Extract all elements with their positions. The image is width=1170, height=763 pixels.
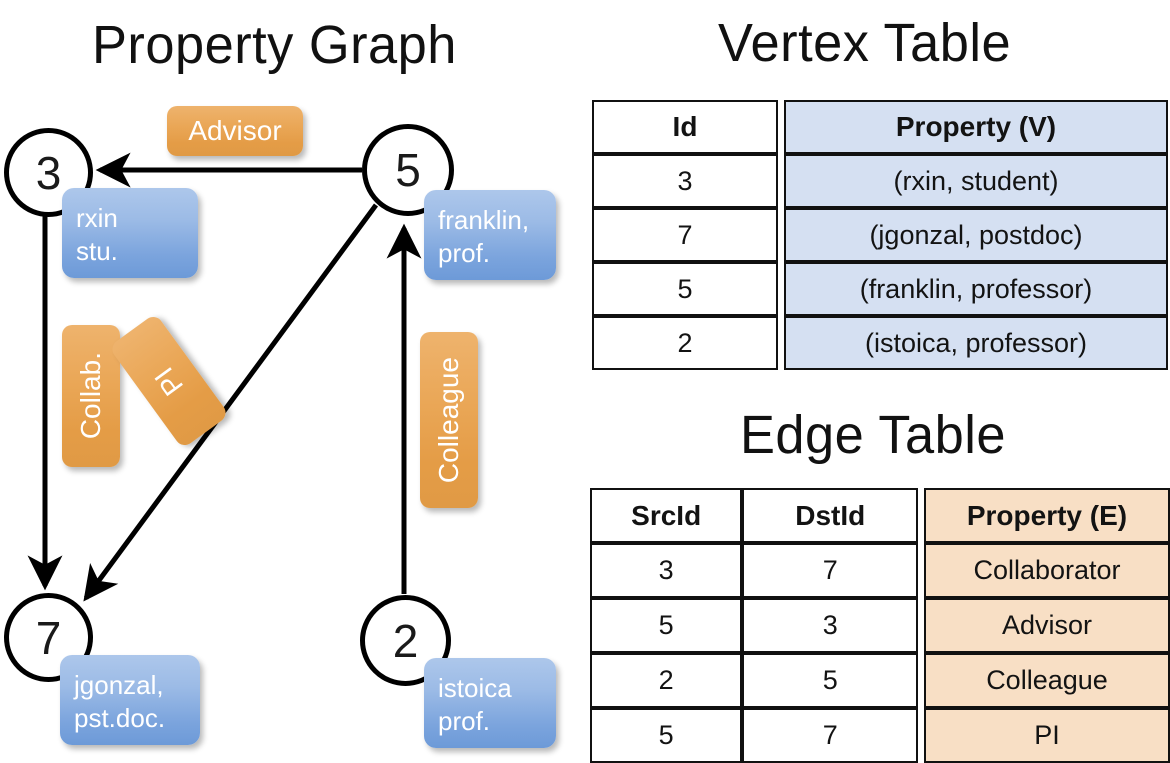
page-title-property-graph: Property Graph: [92, 15, 457, 75]
edge-row-3-property: PI: [923, 708, 1170, 763]
edge-label-colleague-text: Colleague: [433, 356, 464, 484]
page-title-vertex-table: Vertex Table: [718, 13, 1012, 73]
edge-label-colleague[interactable]: Colleague: [420, 332, 478, 508]
edge-table-column-gap: [918, 708, 924, 763]
edge-label-advisor-text: Advisor: [188, 115, 282, 146]
vertex-table-header-property: Property (V): [784, 100, 1168, 154]
edge-5-to-7-pi: [83, 203, 379, 602]
edge-table-header-property: Property (E): [923, 488, 1170, 543]
graph-node-7-label: 7: [35, 611, 62, 664]
edge-row-3-src: 5: [590, 708, 743, 763]
vertex-table-column-gap: [778, 262, 784, 316]
edge-table-header-dstid: DstId: [742, 488, 919, 543]
edge-row-1-src: 5: [590, 598, 743, 653]
vertex-row-3-property: (istoica, professor): [784, 316, 1168, 370]
vertex-table-column-gap: [778, 316, 784, 370]
vertex-property-2-line-2: prof.: [438, 706, 491, 736]
vertex-table-column-gap: [778, 154, 784, 208]
edge-row-0-dst: 7: [742, 543, 919, 598]
vertex-property-box-7[interactable]: jgonzal, pst.doc.: [60, 655, 200, 745]
edge-label-collab-text: Collab.: [75, 352, 106, 440]
table-row[interactable]: 3 7 Collaborator: [590, 543, 1170, 598]
graph-node-2[interactable]: 2: [360, 595, 451, 686]
vertex-table-column-gap: [778, 100, 784, 154]
vertex-property-7-line-1: jgonzal,: [74, 670, 164, 700]
graph-node-3-label: 3: [35, 146, 62, 199]
edge-row-0-property: Collaborator: [923, 543, 1170, 598]
vertex-property-7-line-2: pst.doc.: [74, 703, 166, 733]
vertex-row-0-id: 3: [592, 154, 778, 208]
vertex-property-box-5[interactable]: franklin, prof.: [424, 190, 556, 280]
vertex-property-box-2[interactable]: istoica prof.: [424, 658, 556, 748]
edge-table-column-gap: [918, 543, 924, 598]
edge-row-2-dst: 5: [742, 653, 919, 708]
vertex-row-0-property: (rxin, student): [784, 154, 1168, 208]
edge-label-advisor[interactable]: Advisor: [167, 106, 303, 156]
vertex-property-3-line-2: stu.: [76, 236, 118, 266]
edge-label-collab[interactable]: Collab.: [62, 325, 120, 467]
vertex-row-2-property: (franklin, professor): [784, 262, 1168, 316]
edge-table-header-srcid: SrcId: [590, 488, 743, 543]
vertex-property-5-line-2: prof.: [438, 238, 491, 268]
vertex-table: Id Property (V) 3 (rxin, student) 7 (jgo…: [592, 100, 1168, 370]
graph-node-5-label: 5: [395, 144, 421, 196]
edge-table-column-gap: [918, 598, 924, 653]
table-row[interactable]: 2 5 Colleague: [590, 653, 1170, 708]
vertex-property-2-line-1: istoica: [438, 673, 512, 703]
edge-label-pi-text: PI: [148, 361, 189, 402]
edge-row-2-src: 2: [590, 653, 743, 708]
vertex-table-header-id: Id: [592, 100, 778, 154]
vertex-table-header-row: Id Property (V): [592, 100, 1168, 154]
table-row[interactable]: 5 7 PI: [590, 708, 1170, 763]
vertex-row-1-property: (jgonzal, postdoc): [784, 208, 1168, 262]
edge-row-1-dst: 3: [742, 598, 919, 653]
table-row[interactable]: 5 (franklin, professor): [592, 262, 1168, 316]
vertex-property-box-3[interactable]: rxin stu.: [62, 188, 198, 278]
table-row[interactable]: 7 (jgonzal, postdoc): [592, 208, 1168, 262]
vertex-property-3-line-1: rxin: [76, 203, 118, 233]
graph-node-2-label: 2: [392, 614, 419, 667]
edge-table: SrcId DstId Property (E) 3 7 Collaborato…: [590, 488, 1170, 763]
vertex-row-2-id: 5: [592, 262, 778, 316]
table-row[interactable]: 3 (rxin, student): [592, 154, 1168, 208]
edge-table-column-gap: [918, 488, 924, 543]
table-row[interactable]: 5 3 Advisor: [590, 598, 1170, 653]
vertex-row-3-id: 2: [592, 316, 778, 370]
vertex-table-column-gap: [778, 208, 784, 262]
graph-node-5[interactable]: 5: [362, 124, 454, 216]
vertex-row-1-id: 7: [592, 208, 778, 262]
edge-table-column-gap: [918, 653, 924, 708]
vertex-property-5-line-1: franklin,: [438, 205, 530, 235]
page-title-edge-table: Edge Table: [740, 405, 1007, 465]
table-row[interactable]: 2 (istoica, professor): [592, 316, 1168, 370]
edge-table-header-row: SrcId DstId Property (E): [590, 488, 1170, 543]
edge-row-2-property: Colleague: [923, 653, 1170, 708]
edge-row-3-dst: 7: [742, 708, 919, 763]
edge-row-1-property: Advisor: [923, 598, 1170, 653]
property-graph-diagram: 3 5 7 2 rxin stu. franklin, prof. jgonza…: [0, 0, 585, 760]
edge-row-0-src: 3: [590, 543, 743, 598]
graph-edges-svg: [27, 152, 422, 602]
